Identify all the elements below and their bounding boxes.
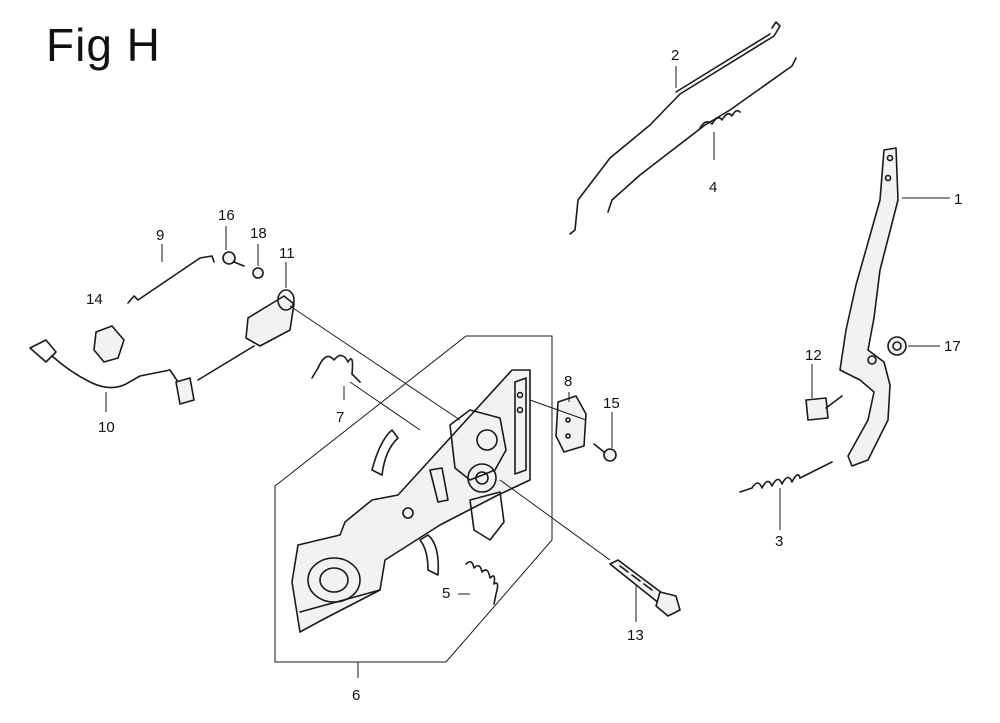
wire-clip[interactable] <box>93 325 125 363</box>
throttle-lever[interactable] <box>839 147 899 467</box>
callout-18: 18 <box>250 225 267 242</box>
control-base-plate[interactable] <box>291 369 531 633</box>
callout-9: 9 <box>156 227 164 244</box>
screw-part-15[interactable] <box>593 443 617 462</box>
washer-part-18[interactable] <box>252 267 264 279</box>
callout-17: 17 <box>944 338 961 355</box>
bracket-part-8[interactable] <box>555 395 587 453</box>
callout-12: 12 <box>805 347 822 364</box>
callout-15: 15 <box>603 395 620 412</box>
assembly-box-dashed <box>274 335 553 663</box>
bolt-part-12[interactable] <box>805 395 843 421</box>
ground-wire[interactable] <box>29 339 195 405</box>
callout-1: 1 <box>954 191 962 208</box>
callout-3: 3 <box>775 533 783 550</box>
callout-14: 14 <box>86 291 103 308</box>
leader-lines <box>105 66 950 678</box>
nut-part-17[interactable] <box>887 336 907 356</box>
spring-part-7[interactable] <box>311 354 361 383</box>
callout-11: 11 <box>279 245 295 262</box>
callout-10: 10 <box>98 419 115 436</box>
callout-8: 8 <box>564 373 572 390</box>
callout-7: 7 <box>336 409 344 426</box>
rod-with-spring[interactable] <box>607 57 797 213</box>
callouts: 1 2 3 4 5 6 7 8 9 10 11 12 13 14 15 16 1… <box>86 47 962 704</box>
governor-rod[interactable] <box>569 21 781 235</box>
choke-rod[interactable] <box>127 255 215 304</box>
callout-4: 4 <box>709 179 717 196</box>
bolt-part-13[interactable] <box>609 559 681 617</box>
callout-5: 5 <box>442 585 450 602</box>
callout-16: 16 <box>218 207 235 224</box>
callout-6: 6 <box>352 687 360 704</box>
callout-2: 2 <box>671 47 679 64</box>
screw-part-16[interactable] <box>222 251 245 267</box>
callout-13: 13 <box>627 627 644 644</box>
spring-part-3[interactable] <box>739 461 833 493</box>
stop-switch[interactable] <box>197 289 295 381</box>
figure-title: Fig H <box>46 19 161 71</box>
spring-part-5[interactable] <box>465 560 499 605</box>
